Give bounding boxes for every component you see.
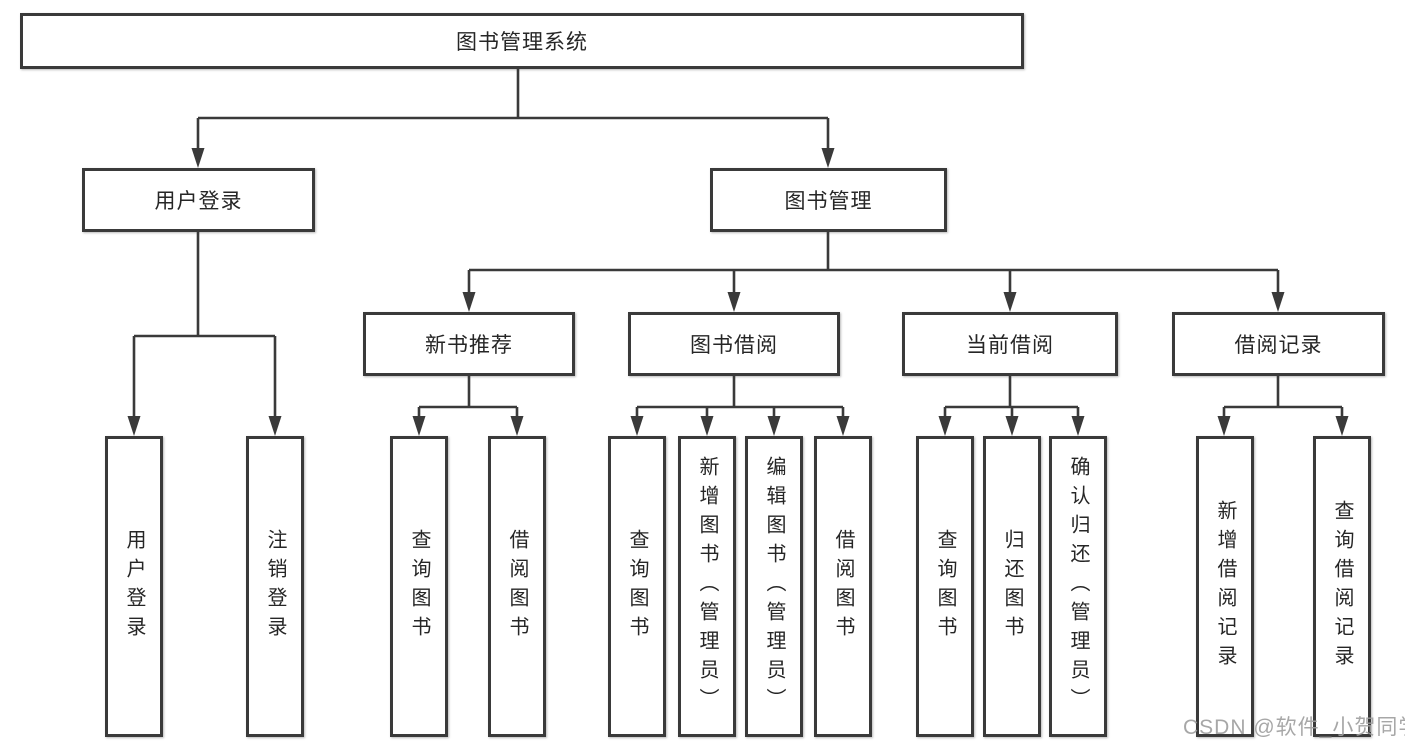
node-new-book-recommend: 新书推荐 [363, 312, 575, 376]
leaf-current-query-books-label: 查询图书 [934, 528, 956, 645]
leaf-user-login: 用户登录 [105, 436, 163, 737]
node-borrow-records-label: 借阅记录 [1234, 334, 1323, 357]
leaf-add-books-admin-label: 新增图书（管理员） [696, 456, 718, 717]
leaf-edit-books-admin-label: 编辑图书（管理员） [763, 456, 785, 717]
leaf-newbook-query-books: 查询图书 [390, 436, 448, 737]
leaf-edit-books-admin: 编辑图书（管理员） [745, 436, 803, 737]
node-library-management-system: 图书管理系统 [20, 13, 1024, 69]
leaf-add-borrow-record: 新增借阅记录 [1196, 436, 1254, 737]
node-borrow-records: 借阅记录 [1172, 312, 1385, 376]
leaf-newbook-borrow-books-label: 借阅图书 [506, 528, 528, 645]
node-user-login-label: 用户登录 [154, 190, 243, 213]
leaf-query-borrow-record-label: 查询借阅记录 [1331, 499, 1353, 674]
node-current-borrow: 当前借阅 [902, 312, 1118, 376]
node-book-management: 图书管理 [710, 168, 947, 232]
leaf-borrow-books: 借阅图书 [814, 436, 872, 737]
leaf-confirm-return-admin: 确认归还（管理员） [1049, 436, 1107, 737]
node-library-management-system-label: 图书管理系统 [456, 31, 588, 54]
leaf-confirm-return-admin-label: 确认归还（管理员） [1067, 456, 1089, 717]
leaf-newbook-query-books-label: 查询图书 [408, 528, 430, 645]
node-new-book-recommend-label: 新书推荐 [425, 334, 513, 357]
leaf-query-borrow-record: 查询借阅记录 [1313, 436, 1371, 737]
leaf-logout: 注销登录 [246, 436, 304, 737]
leaf-newbook-borrow-books: 借阅图书 [488, 436, 546, 737]
node-user-login: 用户登录 [82, 168, 315, 232]
leaf-add-borrow-record-label: 新增借阅记录 [1214, 499, 1236, 674]
node-book-management-label: 图书管理 [784, 190, 873, 213]
leaf-borrow-books-label: 借阅图书 [832, 528, 854, 645]
leaf-add-books-admin: 新增图书（管理员） [678, 436, 736, 737]
leaf-borrow-query-books: 查询图书 [608, 436, 666, 737]
csdn-watermark: CSDN @软件_小贺同学 [1183, 716, 1405, 739]
leaf-return-books-label: 归还图书 [1001, 528, 1023, 645]
node-book-borrow-label: 图书借阅 [690, 334, 778, 357]
node-current-borrow-label: 当前借阅 [966, 334, 1054, 357]
leaf-borrow-query-books-label: 查询图书 [626, 528, 648, 645]
node-book-borrow: 图书借阅 [628, 312, 840, 376]
leaf-return-books: 归还图书 [983, 436, 1041, 737]
leaf-current-query-books: 查询图书 [916, 436, 974, 737]
leaf-user-login-label: 用户登录 [123, 528, 145, 645]
leaf-logout-label: 注销登录 [264, 528, 286, 645]
